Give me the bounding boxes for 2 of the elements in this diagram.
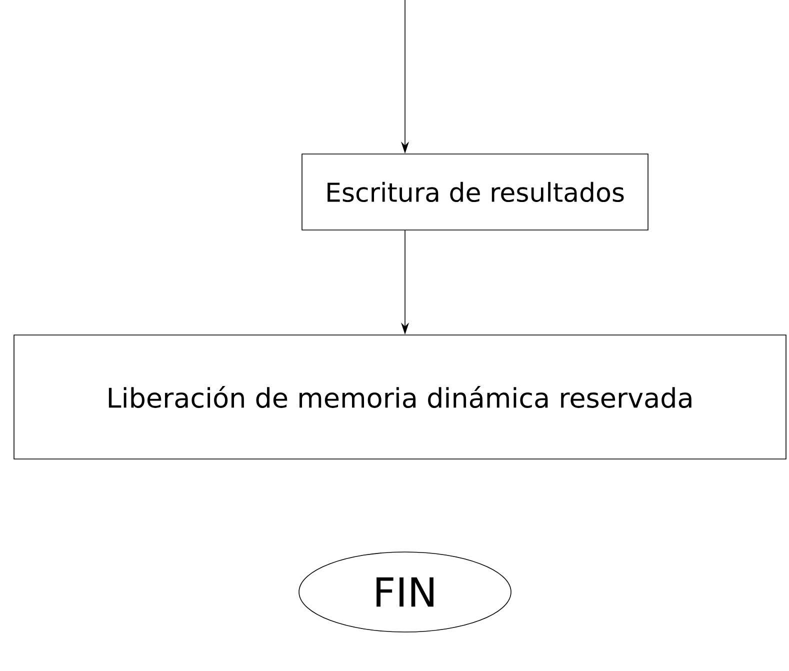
- process-box: Liberación de memoria dinámica reservada: [14, 334, 786, 460]
- process-box: Escritura de resultados: [302, 154, 648, 230]
